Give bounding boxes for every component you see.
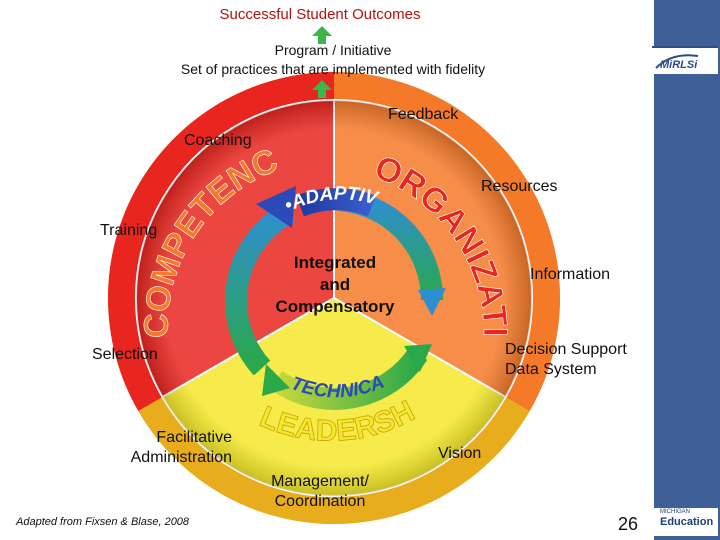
decision-support-line-2: Data System bbox=[505, 361, 597, 378]
label-decision-support: Decision Support Data System bbox=[505, 340, 627, 380]
program-line-1: Program / Initiative bbox=[274, 42, 392, 58]
label-vision: Vision bbox=[438, 445, 482, 462]
center-label: Integrated and Compensatory bbox=[248, 252, 422, 318]
michigan-logo-small-text: MICHIGAN bbox=[660, 509, 690, 515]
label-selection: Selection bbox=[92, 346, 158, 363]
up-arrow-wheel bbox=[312, 80, 332, 98]
facilitative-line-2: Administration bbox=[130, 449, 232, 466]
page-number: 26 bbox=[618, 514, 639, 534]
center-line-1: Integrated bbox=[293, 253, 377, 272]
label-resources: Resources bbox=[481, 178, 558, 195]
cycle-arrowhead-right bbox=[418, 288, 446, 316]
side-bar bbox=[654, 0, 720, 540]
wheel-shading bbox=[136, 100, 532, 496]
source-credit: Adapted from Fixsen & Blase, 2008 bbox=[16, 516, 190, 528]
decision-support-line-1: Decision Support bbox=[505, 341, 627, 358]
cycle-arrowhead-top bbox=[256, 186, 296, 228]
mirls-logo: MiRLSi bbox=[652, 46, 718, 74]
label-feedback: Feedback bbox=[388, 106, 459, 123]
label-facilitative-administration: Facilitative Administration bbox=[116, 428, 232, 468]
cycle-arrow-left bbox=[225, 202, 296, 376]
cycle-arrowhead-left bbox=[262, 364, 290, 396]
cycle-arrow-top bbox=[296, 188, 376, 217]
michigan-education-logo bbox=[652, 508, 718, 536]
up-arrow-top bbox=[312, 26, 332, 44]
center-line-2: and bbox=[319, 275, 351, 294]
michigan-logo-big-text: Education bbox=[660, 516, 714, 528]
label-coaching: Coaching bbox=[184, 132, 252, 149]
center-line-3: Compensatory bbox=[275, 297, 395, 316]
mirls-logo-text: MiRLSi bbox=[660, 59, 698, 71]
facilitative-line-1: Facilitative bbox=[156, 429, 232, 446]
label-management-coordination: Management/ Coordination bbox=[258, 472, 382, 512]
cycle-arrow-bottom bbox=[269, 347, 428, 410]
cycle-arrowhead-bottom bbox=[404, 344, 432, 372]
slide-title: Successful Student Outcomes bbox=[219, 6, 421, 23]
program-line-2: Set of practices that are implemented wi… bbox=[180, 61, 486, 77]
label-training: Training bbox=[100, 222, 158, 239]
label-information: Information bbox=[530, 266, 611, 283]
management-line-1: Management/ bbox=[271, 473, 369, 490]
management-line-2: Coordination bbox=[274, 493, 366, 510]
